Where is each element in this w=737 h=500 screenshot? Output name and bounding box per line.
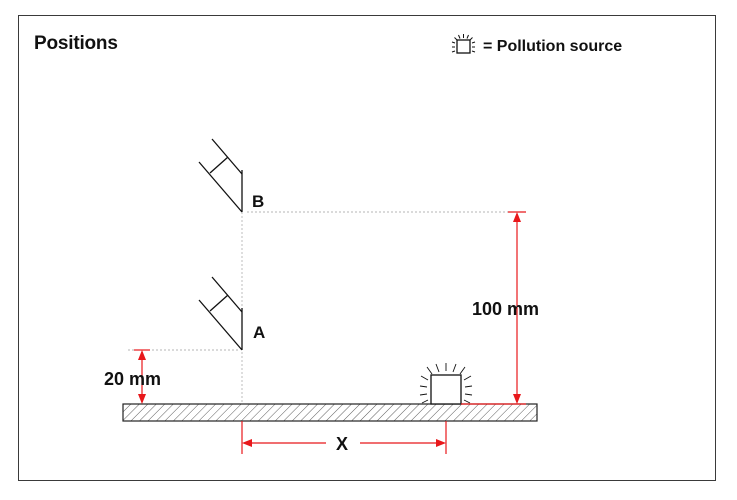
label-height-a: 20 mm: [104, 369, 161, 389]
dimension-height-a: [134, 349, 150, 404]
label-distance: X: [336, 434, 348, 454]
legend-label: = Pollution source: [483, 38, 623, 55]
pollution-source-icon: [451, 34, 476, 54]
page-title: Positions: [34, 33, 118, 54]
diagram-frame: [18, 15, 716, 481]
floor-plate: [122, 403, 538, 422]
label-height-b: 100 mm: [472, 299, 539, 319]
sensor-a: [198, 276, 243, 351]
dimension-distance: [241, 421, 447, 454]
pollution-source: [419, 363, 473, 405]
sensor-b: [198, 138, 243, 213]
label-position-b: B: [252, 192, 264, 211]
dimension-height-b: [461, 211, 526, 405]
label-position-a: A: [253, 323, 265, 342]
